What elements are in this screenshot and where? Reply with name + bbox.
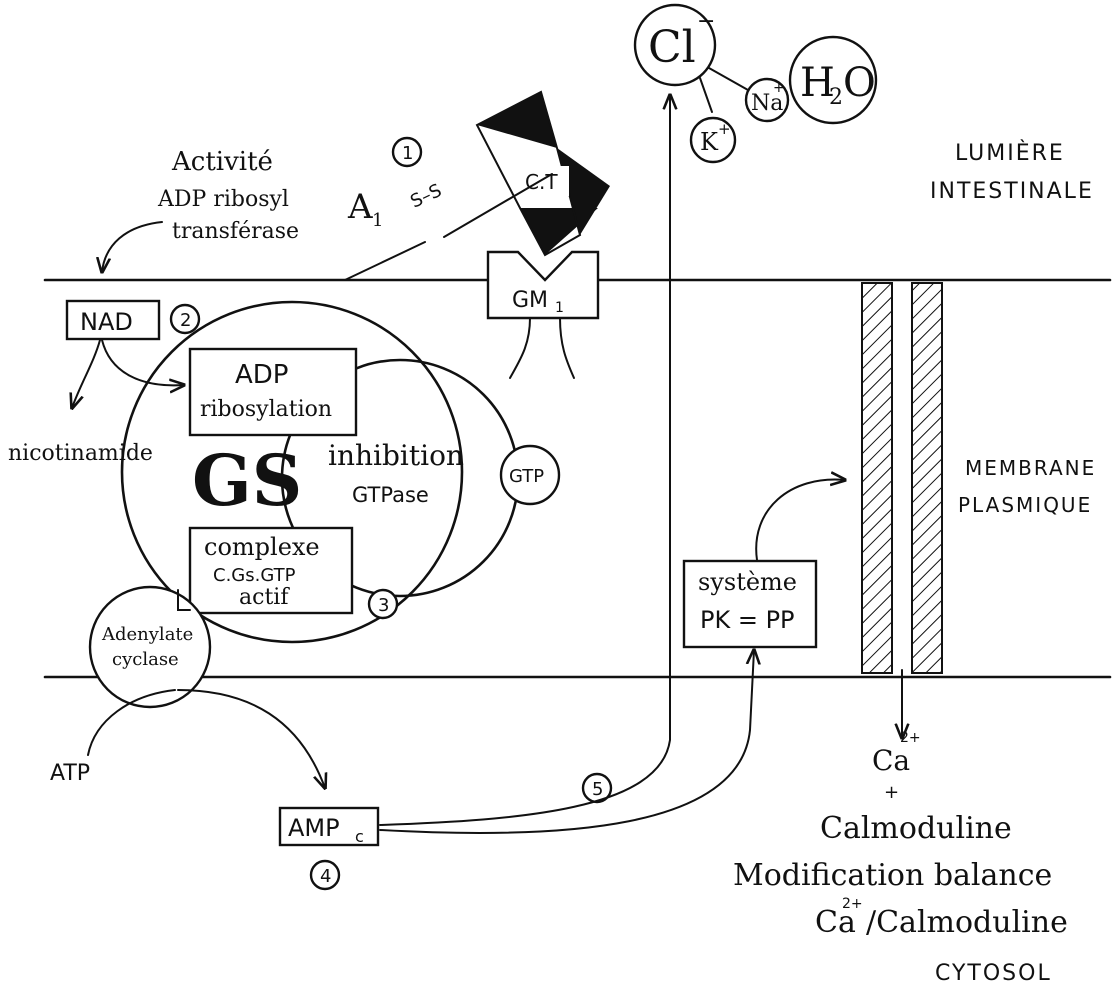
modification-label: Modification balance [733,858,1052,893]
ca-balance-label: Ca [815,905,856,940]
inhibition-label-line1: inhibition [328,439,464,472]
gs-outer-circle [120,300,464,644]
step2-circle [169,303,201,335]
calcium-channel-right-wall [911,282,943,674]
pk-pp-system-box [682,559,818,649]
nad-label: NAD [80,308,133,336]
activity-label-line3: transférase [172,219,299,244]
a1-sub: 1 [372,210,383,231]
gtp-circle [499,444,561,506]
camp-to-chloride-arrow [379,95,670,826]
camp-label: AMP [288,814,340,842]
toxin-star-dark-top [477,92,557,148]
adenylate-cyclase-circle [88,585,212,709]
a1-label: A [347,187,373,227]
adenylate-cyclase-line1: Adenylate [101,624,193,645]
adp-ribosylation-line1: ADP [235,360,289,390]
water-h: H [800,60,835,106]
pk-pp-system-line2: PK = PP [700,606,795,634]
a1-link-line [443,173,553,238]
water-sub: 2 [829,85,843,110]
calmodulin-label: Calmoduline [820,811,1012,846]
water-o: O [843,60,876,106]
gm1-sub: 1 [555,300,564,316]
membrane-label-line1: MEMBRANE [965,456,1096,480]
toxin-label: C.T [525,170,558,194]
ca-top-label: Ca [872,744,910,777]
atp-label: ATP [50,761,90,786]
sodium-label: Na [751,91,783,116]
sodium-ion-circle [744,77,790,123]
cyclase-complex-link [177,589,191,611]
activity-label-line2: ADP ribosyl [157,187,289,212]
step3-number: 3 [378,595,389,616]
pk-to-membrane-arrow [755,480,845,561]
potassium-label: K [700,128,719,156]
step4-number: 4 [320,866,331,887]
cytosol-label: CYTOSOL [935,961,1052,986]
a1-to-membrane-line [344,241,426,281]
gm1-receptor-shape [486,250,600,320]
potassium-charge: + [718,120,731,138]
ion-cluster: Cl − Na + H 2 O K + [633,3,878,164]
toxin-label-box [519,166,569,196]
water-circle [788,35,878,125]
plus-sign: + [884,782,899,803]
cyclase-to-amp-arrow [177,689,325,788]
nicotinamide-label: nicotinamide [8,441,153,466]
complex-line1: complexe [204,533,320,561]
adenylate-cyclase-line2: cyclase [112,649,179,670]
disulfide-label: S–S [407,180,445,212]
chloride-ion-circle [633,3,717,87]
camp-to-pk-system-arrow [379,650,754,835]
step1-circle [391,136,423,168]
step5-number: 5 [592,779,603,800]
gm1-anchor-right [559,317,575,379]
gtp-label: GTP [509,466,544,487]
membrane-label-line2: PLASMIQUE [958,493,1092,517]
step5-circle [581,772,613,804]
lumen-label-line1: LUMIÈRE [955,140,1065,166]
ca-balance-rest: /Calmoduline [866,905,1068,940]
complex-line2: C.Gs.GTP [213,565,296,586]
adp-ribosylation-box [188,347,358,437]
calcium-channel-left-wall [861,282,893,674]
chloride-charge: − [697,9,715,34]
potassium-ion-circle [689,116,737,164]
step1-number: 1 [402,143,413,164]
toxin-star-outline [475,90,582,257]
step3-circle [367,588,399,620]
gs-label: GS [192,439,302,522]
ion-bond-cl-na [708,67,749,91]
nad-to-nicotinamide-arrow [72,339,101,408]
chloride-label: Cl [648,22,696,73]
atp-to-cyclase-line [87,689,176,756]
camp-box [278,806,380,847]
step2-number: 2 [180,310,191,331]
activity-label-line1: Activité [171,147,273,177]
sodium-charge: + [773,80,785,96]
ca-top-charge: 2+ [900,730,921,746]
activity-arrow [102,221,163,272]
lumen-label-line2: INTESTINALE [930,179,1094,204]
inhibition-label-line2: GTPase [352,483,429,507]
gm1-label: GM [512,288,548,313]
cholera-toxin-star: C.T [475,90,610,257]
complex-box [188,526,354,615]
step4-circle [309,859,341,891]
adp-ribosylation-line2: ribosylation [200,397,332,422]
toxin-star-dark-right [557,148,610,235]
nad-box [65,299,161,341]
gm1-anchor-left [509,317,531,379]
complex-line3: actif [239,585,290,610]
camp-sub: c [355,827,364,846]
nad-to-adp-arrow [101,339,184,385]
ca-balance-charge: 2+ [842,896,863,912]
ion-bond-cl-k [699,77,713,113]
pk-pp-system-line1: système [698,568,797,596]
